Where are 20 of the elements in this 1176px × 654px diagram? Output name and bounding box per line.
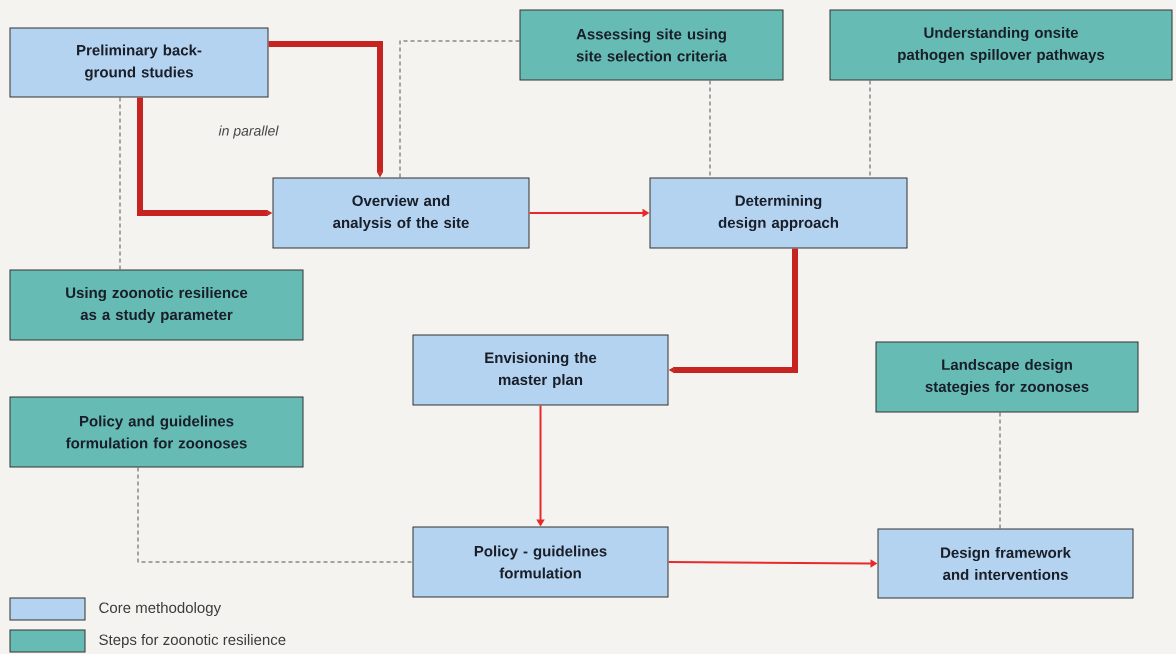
- step-box: Policy and guidelines formulation for zoonoses: [9, 396, 304, 468]
- dashed-line: [709, 80, 711, 178]
- process-box: Envisioning the master plan: [412, 334, 669, 406]
- step-box: Understanding onsite pathogen spillover pathways: [829, 9, 1173, 81]
- dashed-line: [119, 97, 121, 270]
- process-box: Preliminary back-ground studies: [9, 27, 269, 98]
- step-box: Using zoonotic resilience as a study parameter: [9, 269, 304, 341]
- process-box: Policy - guidelines formulation: [412, 526, 669, 598]
- step-box: Landscape design stategies for zoonoses: [875, 341, 1139, 413]
- annotation: in parallel: [218, 125, 279, 139]
- dashed-line: [999, 412, 1001, 529]
- legend-label: Steps for zoonotic resilience: [99, 634, 286, 648]
- dashed-line: [869, 80, 871, 178]
- step-box: Assessing site using site selection criteria: [519, 9, 784, 81]
- process-box: Overview and analysis of the site: [272, 177, 530, 249]
- process-box: Determining design approach: [649, 177, 908, 249]
- legend-label: Core methodology: [99, 602, 222, 616]
- dashed-line: [137, 467, 413, 563]
- dashed-line: [399, 40, 520, 178]
- process-box: Design framework and interventions: [877, 528, 1134, 599]
